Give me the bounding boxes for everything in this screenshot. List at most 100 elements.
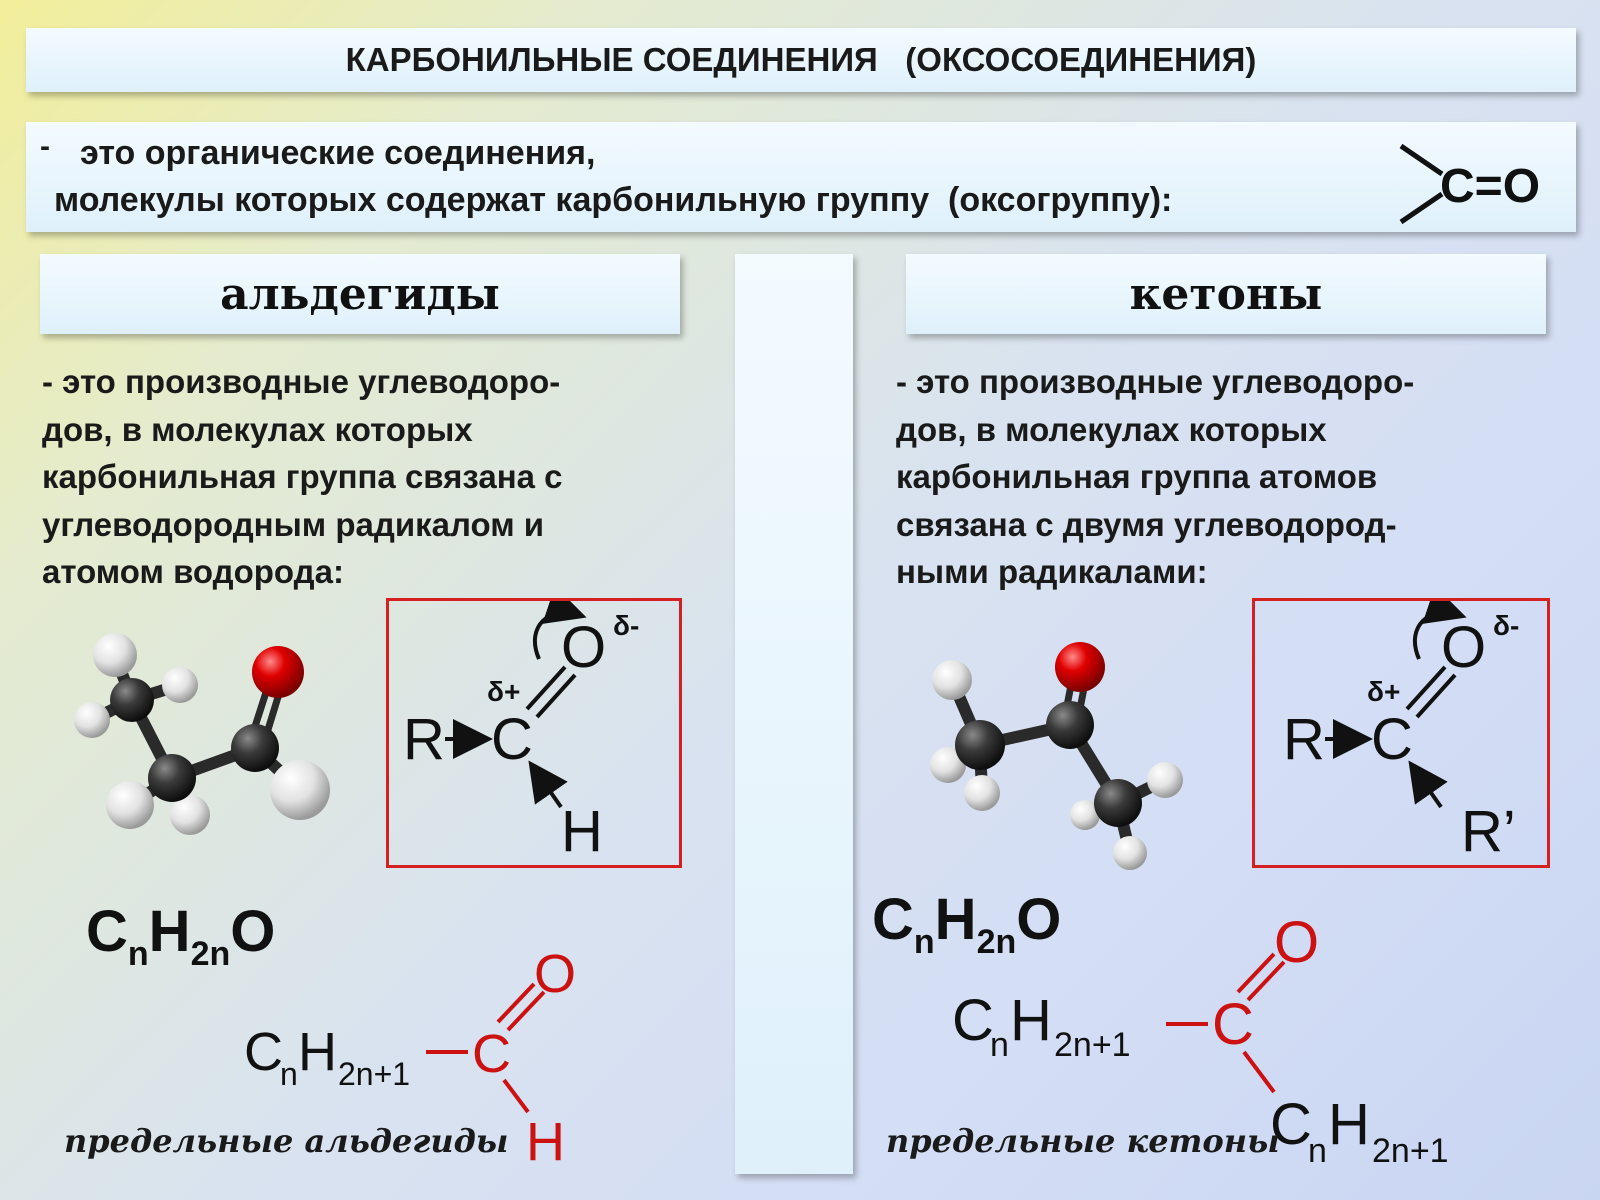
delta-plus: δ+ [487,676,520,707]
aldehyde-structural-formula: C n H 2n+1 C O H [244,944,576,1170]
delta-minus: δ- [1493,610,1519,641]
hydrogen-atom [932,660,972,700]
hydrogen-atom [93,633,137,677]
ketones-description: - это производные углеводоро- дов, в мол… [896,358,1414,596]
radical-n: n [280,1056,298,1092]
carbonyl-C: C [1212,992,1254,1057]
aldehydes-description-line: атомом водорода: [42,553,344,590]
definition-bar: - это органические соединения, молекулы … [26,122,1576,232]
scheme-R-prime: R’ [1461,799,1516,864]
definition-line-1: это органические соединения, [80,134,596,172]
scheme-R: R [1283,707,1325,772]
carbon-atom [110,678,154,722]
scheme-C: C [491,707,533,772]
hydrogen-atom [74,702,110,738]
radical-n: n [990,1026,1009,1064]
hydrogen-atom [1147,762,1183,798]
ketone-structural-formula: C n H 2n+1 C O C n H 2n+1 [952,912,1449,1170]
title-bar: КАРБОНИЛЬНЫЕ СОЕДИНЕНИЯ (ОКСОСОЕДИНЕНИЯ) [26,28,1576,92]
ketones-caption: предельные кетоны [886,1122,1280,1160]
definition-line-2: молекулы которых содержат карбонильную г… [54,181,1173,219]
scheme-C: C [1371,707,1413,772]
title-gap [878,41,906,79]
aldehydes-description-line: дов, в молекулах которых [42,410,473,448]
double-bond-line [535,673,577,719]
carbonyl-bond-upper [1399,143,1444,177]
ketones-description-line: дов, в молекулах которых [896,410,1327,448]
ketone-scheme-drawing: R C δ+ O δ- R’ [1283,601,1519,864]
double-bond-line [506,990,546,1032]
ketones-description-line: карбонильная группа атомов [896,458,1378,495]
delta-minus: δ- [613,610,639,641]
carbon-atom [1046,701,1094,749]
formula-H: H [934,887,977,952]
center-divider [735,254,853,1174]
aldehydes-description-line: углеводородным радикалом и [42,505,545,543]
hydrogen-atom [930,747,966,783]
ketones-header: кетоны [906,254,1546,334]
hydrogen-atom [106,781,154,829]
carbonyl-bond-lower [1399,191,1444,225]
carbonyl-O: O [534,944,576,1004]
scheme-R: R [403,707,445,772]
double-bond-line [1246,960,1286,1002]
oxygen-atom [1055,642,1105,692]
inductive-arrow [528,760,568,809]
formula-H: H [148,899,191,964]
radical-C: C [244,1022,283,1082]
scheme-O: O [561,615,606,680]
acetaldehyde-ball-stick-model [74,633,330,835]
radical-sub: 2n+1 [1054,1026,1131,1064]
aldehyde-H: H [526,1112,565,1170]
carbon-atom [231,724,279,772]
hydrogen-atom [162,667,198,703]
aldehyde-polarization-scheme: R C δ+ O δ- H [386,598,682,868]
page-title: КАРБОНИЛЬНЫЕ СОЕДИНЕНИЯ [345,41,878,78]
aldehyde-scheme-drawing: R C δ+ O δ- H [403,601,639,864]
radical-sub: 2n+1 [338,1056,410,1092]
double-bond-line [525,665,567,711]
formula-sub: n [127,935,149,973]
scheme-H: H [561,799,603,864]
scheme-O: O [1441,615,1486,680]
delta-plus: δ+ [1367,676,1400,707]
formula-sub: 2n [976,923,1017,961]
hydrogen-atom [170,795,210,835]
carbon-atom [148,754,196,802]
formula-sub: n [913,923,935,961]
hydrogen-atom [964,775,1000,811]
double-bond-line [1415,673,1457,719]
carbon-atom [1094,779,1142,827]
radical2-H: H [1328,1092,1370,1157]
carbonyl-O: O [1274,912,1319,975]
formula-C: C [86,899,128,964]
aldehydes-caption: предельные альдегиды [64,1122,509,1160]
formula-O: O [230,899,276,964]
aldehydes-description: - это производные углеводоро- дов, в мол… [42,358,563,596]
ketone-general-formula: CnH2nO [872,886,1061,962]
double-bond-line [1405,665,1447,711]
ketones-description-line: - это производные углеводоро- [896,363,1415,400]
aldehydes-title: альдегиды [220,268,500,320]
radical2-C: C [1270,1092,1312,1157]
curved-arrow-icon [1412,601,1467,660]
definition-dash: - [40,130,50,163]
ketones-description-line: ными радикалами: [896,553,1208,590]
formula-C: C [872,887,914,952]
radical2-sub: 2n+1 [1372,1132,1449,1170]
aldehydes-description-line: - это производные углеводоро- [42,363,561,400]
carbonyl-group-symbol: C=O [1399,143,1540,225]
hydrogen-atom [270,760,330,820]
double-bond-line [496,982,536,1024]
page-title-paren: (ОКСОСОЕДИНЕНИЯ) [905,41,1257,78]
ketones-description-line: связана с двумя углеводород- [896,505,1397,543]
radical-C: C [952,988,994,1053]
carbonyl-C: C [472,1024,511,1084]
formula-sub: 2n [190,935,231,973]
hydrogen-atom [1070,800,1100,830]
inductive-arrow [1408,760,1448,809]
acetone-ball-stick-model [930,642,1183,870]
aldehyde-general-formula: CnH2nO [86,898,275,974]
radical2-n: n [1308,1132,1327,1170]
formula-O: O [1016,887,1062,952]
